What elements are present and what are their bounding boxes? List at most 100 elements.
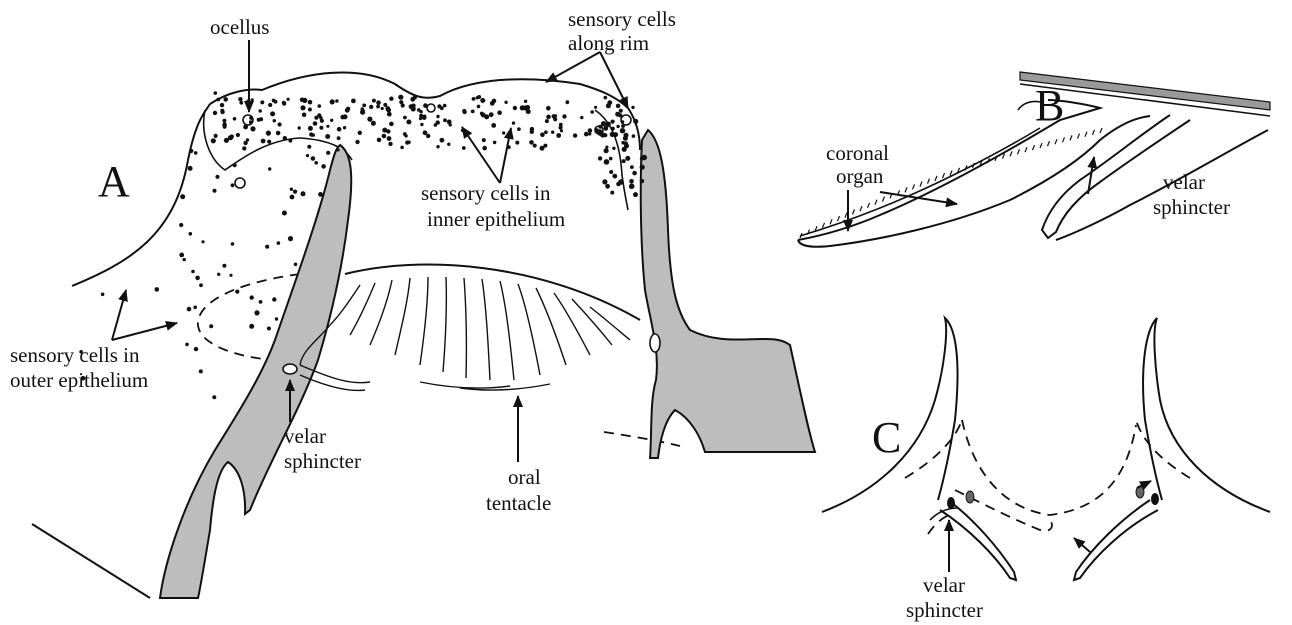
sensory-cell-dot [185,343,189,347]
sensory-cell-dot [618,113,622,117]
grey-cell-left [966,491,974,503]
sensory-cell-dot [629,179,634,184]
sensory-cell-dot [212,395,216,399]
sensory-cell-dot [335,99,338,102]
sensory-cell-dot [319,126,323,130]
sensory-cell-dot [199,369,203,373]
sensory-cell-dot [482,146,487,151]
sensory-cell-dot [268,103,272,107]
sensory-cell-dot [400,146,404,150]
sensory-cell-dot [250,295,254,299]
sensory-cell-dot [530,130,534,134]
sensory-cell-dot [616,182,621,187]
bell-margin-dashed-right [604,432,680,446]
sensory-cell-dot [632,134,636,138]
velar-sphincter-a-right-marker [650,334,660,352]
sensory-cell-dot [319,116,323,120]
sensory-cell-dot [220,103,224,107]
left-velum-wall [160,145,351,598]
panel-a-letter: A [98,157,130,206]
sensory-cell-dot [260,100,264,104]
sensory-cell-dot [447,120,452,125]
sensory-cell-dot [259,117,263,121]
label-velar-a-line1: velar [284,424,326,448]
sensory-cell-dot [276,131,281,136]
sensory-cell-dot [318,104,322,108]
sensory-cell-dot [604,148,609,153]
coronal-tick [838,216,840,221]
sensory-cell-dot [440,138,445,143]
sensory-cell-dot [194,151,198,155]
sensory-cell-dot [249,116,253,120]
sensory-cell-dot [309,132,313,136]
sensory-cell-dot [214,91,218,95]
sensory-cell-dot [220,110,224,114]
sensory-cell-dot [233,117,237,121]
right-bell-outline [1143,318,1270,512]
sensory-cell-dot [261,139,266,144]
coronal-tick [1018,149,1020,154]
coronal-tick [943,173,945,178]
sensory-cell-dot [621,124,625,128]
sensory-cell-dot [201,240,204,243]
sensory-cell-dot [633,192,638,197]
sensory-cell-dot [399,100,403,104]
sensory-cell-dot [213,111,217,115]
sensory-cell-dot [403,132,407,136]
sensory-cell-dot [270,111,275,116]
sensory-cell-dot [630,165,634,169]
sensory-cell-dot [389,122,394,127]
sensory-cell-dot [443,118,447,122]
coronal-tick [830,219,832,224]
sensory-cell-dot [337,127,342,132]
sensory-cell-dot [605,184,610,189]
sensory-cell-dot [529,140,534,145]
sensory-cell-dot [318,192,323,197]
sensory-cell-dot [624,133,629,138]
sensory-cell-dot [546,106,551,111]
sensory-cell-dot [621,141,625,145]
sensory-cell-dot [325,134,330,139]
sensory-cell-dot [308,100,313,105]
sensory-cell-dot [362,104,366,108]
sensory-cell-dot [426,134,430,138]
label-coronal-line2: organ [836,164,884,188]
sensory-cell-dot [231,242,235,246]
velar-fold-2 [1056,130,1268,240]
sensory-cell-dot [330,119,333,122]
sensory-cell-dot [268,167,271,170]
coronal-tick [905,187,907,192]
sensory-cell-dot [302,98,307,103]
sensory-cell-dot [278,122,282,126]
sensory-cell-dot [267,327,271,331]
sensory-cell-dot [346,107,350,111]
sensory-cell-dot [179,253,184,258]
sensory-cell-dot [398,95,403,100]
sensory-cell-dot [308,108,312,112]
sensory-cell-dot [515,141,519,145]
sensory-cell-dot [622,147,627,152]
sensory-cell-dot [343,114,348,119]
sensory-cell-dot [376,105,380,109]
sensory-cell-dot [610,191,614,195]
coronal-tick [1055,139,1057,144]
sensory-cell-dot [222,264,226,268]
sensory-cell-dot [199,283,203,287]
sensory-cell-dot [406,120,411,125]
sensory-cell-dot [222,122,227,127]
panel-b-letter: B [1035,81,1064,130]
sensory-cell-dot [600,132,605,137]
sensory-cell-dot [224,138,229,143]
sensory-cell-dot [238,97,242,101]
sensory-cell-dot [376,100,381,105]
sensory-cell-dot [480,98,485,103]
sensory-cell-dot [490,101,495,106]
sensory-cell-dot [330,99,335,104]
sensory-cell-dot [517,127,521,131]
sensory-cell-dot [562,114,566,118]
sensory-cell-dot [351,99,356,104]
sensory-cell-dot [640,179,644,183]
sensory-cell-dot [559,123,563,127]
sensory-cell-dot [413,95,417,99]
sensory-cell-dot [195,276,200,281]
